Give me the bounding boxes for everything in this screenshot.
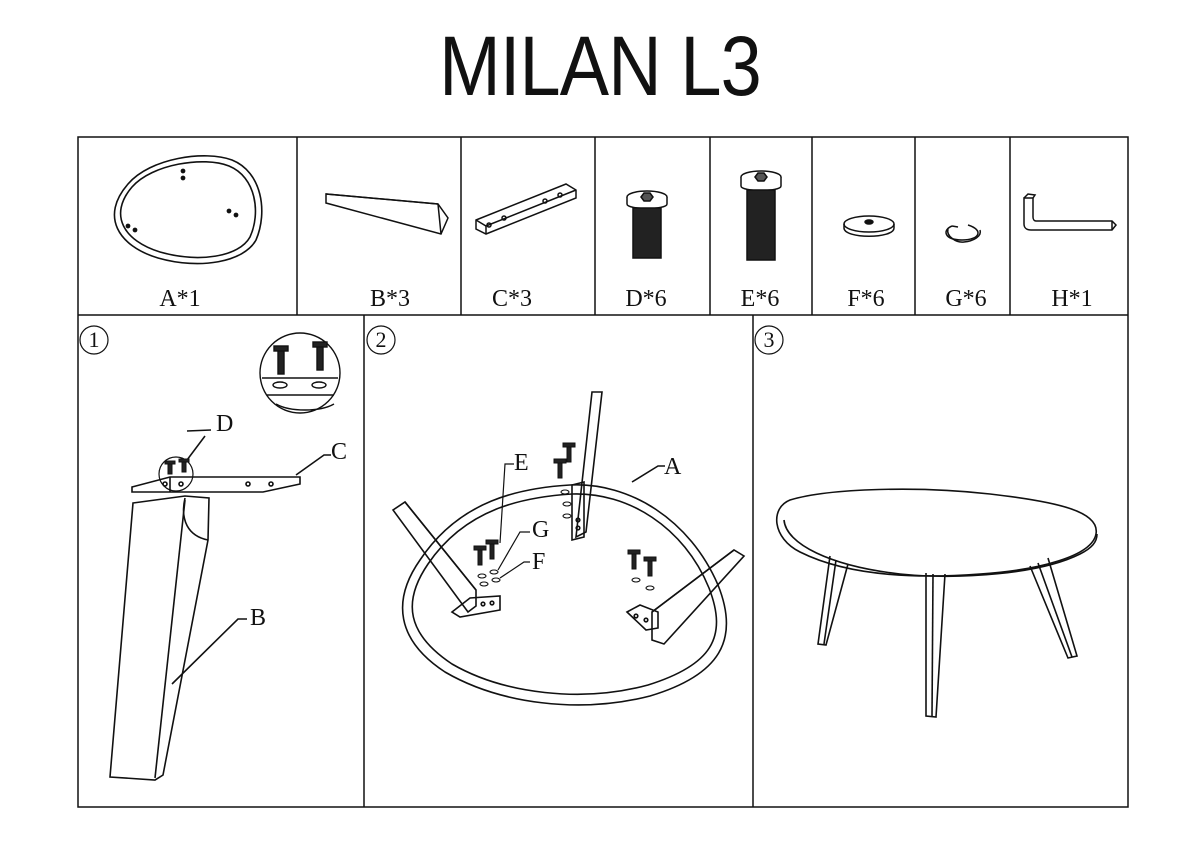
part-label-b: B*3: [369, 286, 410, 312]
step-number-3: 3: [763, 327, 775, 352]
step2-callout-e: E: [514, 450, 529, 476]
part-label-g: G*6: [945, 286, 987, 312]
page-title: MILAN L3: [439, 19, 762, 113]
tabletop-icon: [113, 155, 263, 265]
step2-tabletop-underside: [401, 465, 728, 706]
part-label-c: C*3: [491, 286, 532, 312]
step-number-2: 2: [375, 327, 387, 352]
leg-icon: [325, 193, 449, 235]
step-number-1: 1: [88, 327, 100, 352]
spring-washer-icon: [945, 224, 982, 243]
step2-callout-a: A: [664, 454, 682, 480]
long-bolt-icon: [740, 170, 782, 261]
step1-callout-d: D: [216, 411, 234, 437]
part-label-e: E*6: [740, 286, 780, 312]
step2-callout-g: G: [532, 517, 550, 543]
short-bolt-icon: [626, 190, 668, 259]
step1-leg-assembly: [109, 429, 331, 781]
step2-legs: [391, 391, 746, 645]
diagram-frame: [77, 136, 1129, 808]
step3-assembled-table: [776, 488, 1098, 718]
allen-key-icon: [1023, 193, 1118, 231]
part-label-a: A*1: [159, 286, 201, 312]
part-label-f: F*6: [847, 286, 885, 312]
flat-washer-icon: [843, 215, 895, 237]
step1-zoom-inset: [259, 332, 341, 414]
part-label-h: H*1: [1051, 286, 1093, 312]
step2-bolts: [473, 442, 657, 577]
step2-washers: [477, 489, 655, 591]
step1-bolts: [164, 458, 190, 475]
step1-callout-b: B: [250, 605, 267, 631]
step1-callout-c: C: [331, 439, 348, 465]
bracket-plate-icon: [475, 183, 577, 235]
part-label-d: D*6: [625, 286, 667, 312]
step2-callout-f: F: [532, 549, 546, 575]
